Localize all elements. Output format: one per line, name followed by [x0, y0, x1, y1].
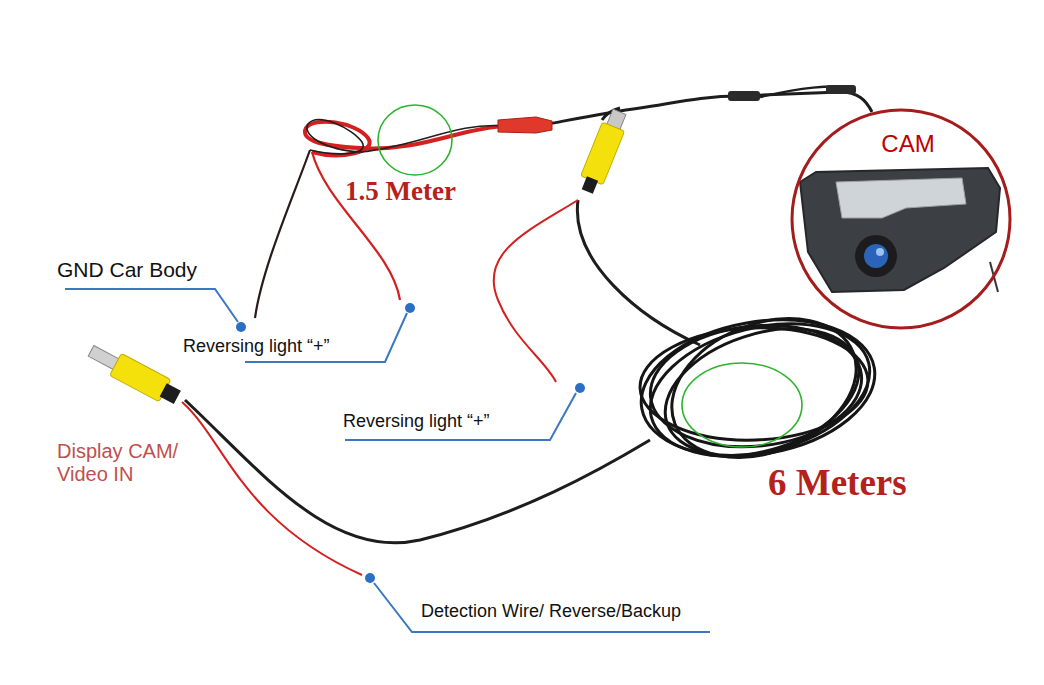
- highlight-circle: [378, 105, 452, 175]
- rca-body: [581, 122, 625, 185]
- leader-dot: [365, 573, 375, 583]
- power-wire: [312, 152, 400, 300]
- red-barrel-connector: [498, 117, 552, 133]
- length-label: 6 Meters: [768, 462, 907, 505]
- camera-lens: [864, 244, 888, 268]
- length-label: 1.5 Meter: [345, 176, 456, 207]
- camera-cable: [548, 92, 872, 124]
- wire-label: Reversing light “+”: [343, 411, 490, 432]
- coil-loop: [649, 306, 875, 478]
- ground-wire: [255, 150, 310, 318]
- reverse-power-wire: [494, 200, 578, 382]
- wire-label: Detection Wire/ Reverse/Backup: [421, 601, 681, 622]
- camera-label: CAM: [790, 130, 1012, 158]
- wire-label: GND Car Body: [57, 258, 197, 282]
- leader-dot: [405, 303, 415, 313]
- coil-loop: [638, 324, 870, 444]
- rca-boot: [582, 176, 598, 193]
- display-cable: [185, 400, 650, 543]
- power-cable-black: [307, 120, 505, 154]
- wire-label: Reversing light “+”: [183, 336, 330, 357]
- detection-wire: [182, 402, 362, 575]
- leader-line: [65, 289, 238, 322]
- rca-boot: [160, 383, 181, 404]
- coil-loop: [630, 303, 885, 474]
- leader-dot: [236, 322, 246, 332]
- camera-light-plate: [836, 178, 966, 218]
- camera-picture: [800, 168, 1000, 292]
- camera-housing: [800, 168, 1000, 292]
- coil-loop: [651, 293, 877, 484]
- leader-dot: [575, 383, 585, 393]
- small-connector: [728, 91, 760, 101]
- lens-highlight: [876, 248, 884, 256]
- video-cable: [577, 200, 700, 345]
- camera-circle: CAM: [790, 108, 1012, 330]
- leader-line: [374, 583, 710, 632]
- highlight-circle: [682, 363, 802, 447]
- rca-connector: [85, 340, 183, 408]
- camera-lens-ring: [855, 235, 897, 277]
- cable-coil: [630, 293, 885, 484]
- rca-connector: [576, 107, 630, 196]
- small-connector: [826, 85, 856, 94]
- display-label: Display CAM/ Video IN: [57, 440, 207, 486]
